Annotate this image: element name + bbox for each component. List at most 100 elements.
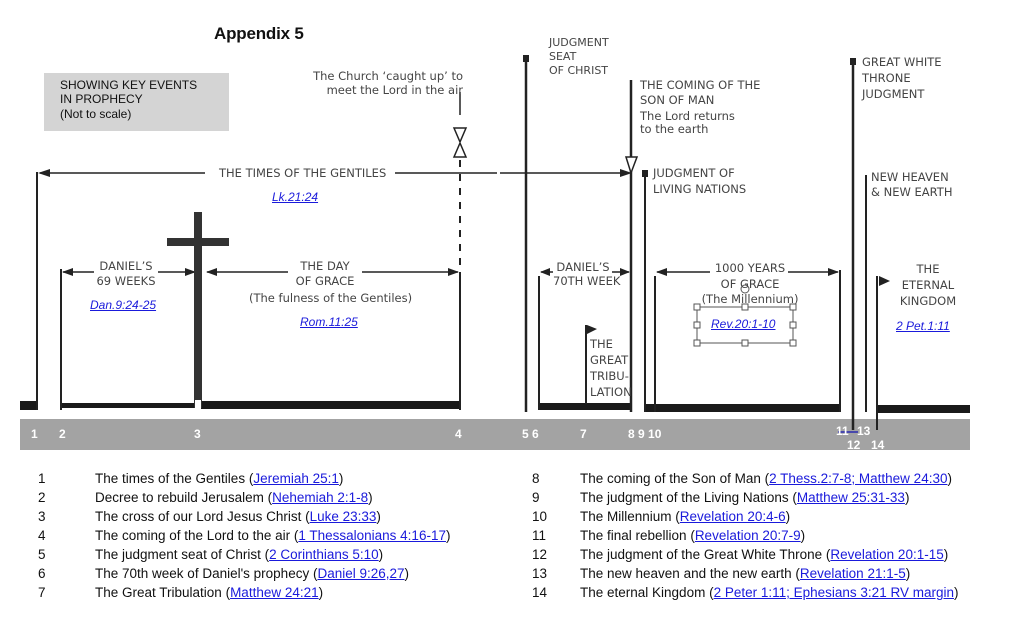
- legend-number: 14: [532, 585, 548, 600]
- legend-text: The judgment of the Living Nations (Matt…: [580, 490, 910, 505]
- legend-row: 9 The judgment of the Living Nations (Mat…: [532, 488, 958, 507]
- label-eternal-kingdom-3: KINGDOM: [899, 294, 957, 308]
- legend-reference-link[interactable]: 2 Corinthians 5:10: [269, 547, 379, 562]
- legend-reference-link[interactable]: Revelation 20:7-9: [694, 528, 801, 543]
- label-1000-years-2: OF GRACE: [720, 277, 780, 291]
- legend-row: 5 The judgment seat of Christ (2 Corinthi…: [38, 545, 450, 564]
- legend-reference-link[interactable]: 2 Peter 1:11; Ephesians 3:21 RV margin: [713, 585, 954, 600]
- ref-luke[interactable]: Lk.21:24: [272, 190, 319, 204]
- label-day-of-grace-1: THE DAY: [300, 259, 350, 273]
- ref-romans[interactable]: Rom.11:25: [300, 315, 358, 329]
- label-daniels-70-2: 70TH WEEK: [553, 274, 621, 288]
- legend-row: 8 The coming of the Son of Man (2 Thess.2…: [532, 469, 958, 488]
- legend-reference-link[interactable]: Luke 23:33: [309, 509, 377, 524]
- timeline-number: 12: [847, 438, 861, 452]
- timeline-number: 2: [59, 427, 66, 441]
- legend-reference-link[interactable]: 1 Thessalonians 4:16-17: [298, 528, 446, 543]
- legend-number: 11: [532, 528, 547, 543]
- legend-number: 8: [532, 471, 540, 486]
- timeline-number: 1: [31, 427, 38, 441]
- legend-right: 8 The coming of the Son of Man (2 Thess.2…: [532, 469, 958, 602]
- timeline-number: 4: [455, 427, 462, 441]
- label-fulness: (The fulness of the Gentiles): [249, 291, 413, 305]
- timeline-number: 14: [871, 438, 885, 452]
- legend-row: 2 Decree to rebuild Jerusalem (Nehemiah 2…: [38, 488, 450, 507]
- label-judgment-nations-2: LIVING NATIONS: [653, 182, 747, 196]
- legend-reference-link[interactable]: Matthew 25:31-33: [796, 490, 905, 505]
- timeline-number: 3: [194, 427, 201, 441]
- legend-row: 11 The final rebellion (Revelation 20:7-9…: [532, 526, 958, 545]
- label-daniels-69-2: 69 WEEKS: [96, 274, 156, 288]
- label-coming-son-1: THE COMING OF THE: [640, 78, 761, 92]
- label-church-caught-up-1: The Church ‘caught up’ to: [313, 69, 463, 83]
- cross-icon: [194, 212, 202, 408]
- key-line-3: (Not to scale): [60, 107, 132, 121]
- timeline-number: 8 9 10: [628, 427, 662, 441]
- legend-number: 2: [38, 490, 46, 505]
- label-1000-years-1: 1000 YEARS: [714, 261, 786, 275]
- legend-reference-link[interactable]: Jeremiah 25:1: [253, 471, 339, 486]
- label-daniels-69-1: DANIEL’S: [99, 259, 153, 273]
- timeline-diagram: [20, 55, 970, 450]
- label-tribulation-1: THE: [590, 337, 613, 351]
- legend-row: 7 The Great Tribulation (Matthew 24:21): [38, 583, 450, 602]
- timeline-number: 5 6: [522, 427, 539, 441]
- legend-text: The coming of the Lord to the air (1 The…: [95, 528, 451, 543]
- ref-peter[interactable]: 2 Pet.1:11: [896, 319, 950, 333]
- label-great-white-1: GREAT WHITE: [862, 55, 942, 69]
- timeline-bar: [20, 419, 970, 450]
- label-lord-returns-2: to the earth: [640, 122, 709, 136]
- legend-text: The judgment seat of Christ (2 Corinthia…: [95, 547, 384, 562]
- key-box: SHOWING KEY EVENTS IN PROPHECY (Not to s…: [44, 73, 229, 131]
- legend-number: 1: [38, 471, 46, 486]
- timeline-number: 7: [580, 427, 587, 441]
- label-eternal-kingdom-2: ETERNAL: [901, 278, 955, 292]
- legend-text: The judgment of the Great White Throne (…: [580, 547, 949, 562]
- selection-handles: [693, 284, 797, 347]
- label-1000-years-3: (The Millennium): [701, 292, 799, 306]
- legend-reference-link[interactable]: Revelation 21:1-5: [799, 566, 906, 581]
- label-eternal-kingdom-1: THE: [916, 262, 940, 276]
- page-title: Appendix 5: [214, 24, 304, 43]
- legend-text: The cross of our Lord Jesus Christ (Luke…: [95, 509, 381, 524]
- legend-number: 9: [532, 490, 540, 505]
- legend-text: Decree to rebuild Jerusalem (Nehemiah 2:…: [95, 490, 373, 505]
- legend-reference-link[interactable]: Revelation 20:1-15: [830, 547, 944, 562]
- label-coming-son-2: SON OF MAN: [640, 93, 715, 107]
- label-judgment-seat-1: JUDGMENT: [549, 36, 609, 49]
- ref-daniel[interactable]: Dan.9:24-25: [90, 298, 157, 312]
- legend-text: The eternal Kingdom (2 Peter 1:11; Ephes…: [580, 585, 959, 600]
- label-judgment-nations-1: JUDGMENT OF: [653, 166, 735, 180]
- legend-text: The final rebellion (Revelation 20:7-9): [580, 528, 806, 543]
- legend-text: The Great Tribulation (Matthew 24:21): [95, 585, 324, 600]
- label-judgment-seat-3: OF CHRIST: [549, 64, 609, 77]
- legend-number: 3: [38, 509, 46, 524]
- timeline-number: 13: [857, 424, 871, 438]
- label-tribulation-4: LATION: [590, 385, 632, 399]
- legend-number: 5: [38, 547, 46, 562]
- legend-row: 3 The cross of our Lord Jesus Christ (Luk…: [38, 507, 450, 526]
- legend-text: The coming of the Son of Man (2 Thess.2:…: [580, 471, 952, 486]
- label-tribulation-3: TRIBU-: [590, 369, 629, 383]
- legend-reference-link[interactable]: Matthew 24:21: [230, 585, 319, 600]
- ref-revelation[interactable]: Rev.20:1-10: [711, 317, 776, 331]
- legend-reference-link[interactable]: 2 Thess.2:7-8; Matthew 24:30: [769, 471, 948, 486]
- legend-reference-link[interactable]: Revelation 20:4-6: [679, 509, 786, 524]
- legend-reference-link[interactable]: Nehemiah 2:1-8: [272, 490, 369, 505]
- label-lord-returns-1: The Lord returns: [640, 109, 735, 123]
- label-great-white-3: JUDGMENT: [862, 87, 925, 101]
- label-day-of-grace-2: OF GRACE: [295, 274, 355, 288]
- label-great-white-2: THRONE: [862, 71, 911, 85]
- legend-number: 7: [38, 585, 46, 600]
- legend-number: 13: [532, 566, 548, 581]
- label-judgment-seat-2: SEAT: [549, 50, 577, 63]
- legend-reference-link[interactable]: Daniel 9:26,27: [317, 566, 405, 581]
